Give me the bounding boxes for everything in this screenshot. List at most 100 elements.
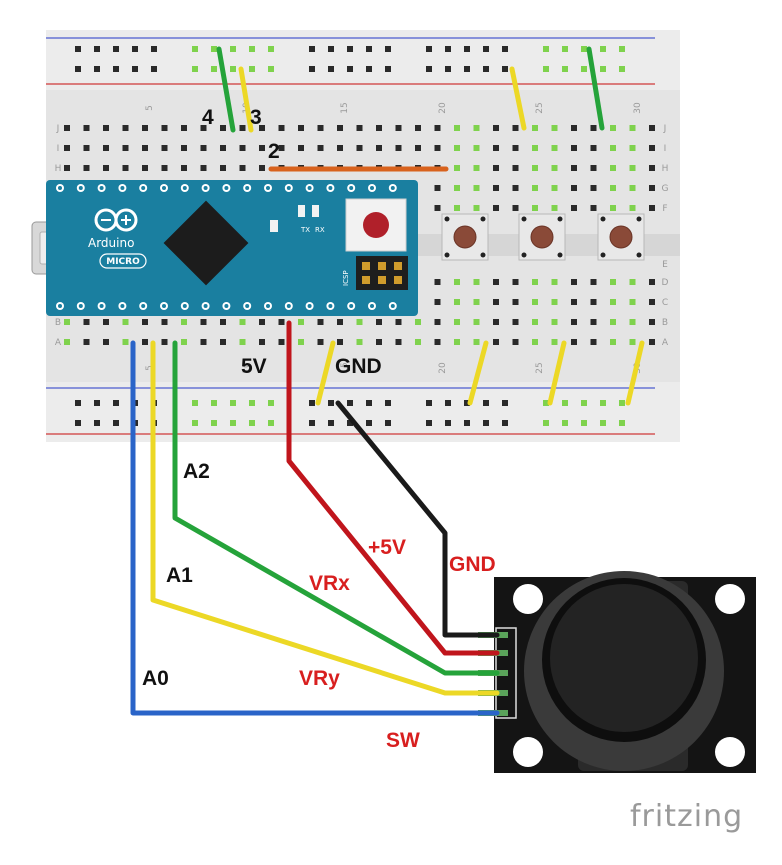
arduino-pin-hole: [99, 186, 104, 190]
breadboard-hole: [590, 299, 597, 305]
breadboard-hole: [532, 299, 538, 305]
breadboard-hole: [103, 165, 109, 171]
row-letter: B: [662, 318, 668, 328]
breadboard-hole: [211, 66, 217, 72]
breadboard-hole: [192, 420, 198, 426]
breadboard-hole: [395, 125, 402, 131]
breadboard-hole: [571, 205, 577, 211]
breadboard-hole: [249, 66, 255, 72]
breadboard-hole: [610, 339, 616, 345]
breadboard-hole: [395, 319, 402, 325]
breadboard-hole: [600, 400, 606, 406]
breadboard-hole: [629, 279, 636, 285]
breadboard-hole: [581, 46, 587, 52]
arduino-pin-hole: [141, 304, 146, 308]
breadboard-hole: [347, 400, 353, 406]
breadboard-hole: [328, 400, 334, 406]
breadboard-hole: [649, 125, 655, 131]
breadboard-hole: [122, 319, 129, 325]
breadboard-hole: [64, 125, 70, 131]
breadboard-hole: [590, 145, 597, 151]
breadboard-hole: [385, 420, 391, 426]
column-number-bottom: 15: [340, 362, 350, 373]
breadboard-hole: [649, 319, 655, 325]
arduino-pin-hole: [120, 304, 125, 308]
breadboard-hole: [200, 319, 207, 325]
jumper-pin4-green: [216, 46, 236, 133]
connection-wires: [130, 320, 500, 716]
row-letter: G: [662, 184, 669, 194]
breadboard-hole: [543, 400, 549, 406]
breadboard-hole: [562, 46, 568, 52]
breadboard-hole: [571, 125, 577, 131]
breadboard-hole: [142, 319, 148, 325]
column-number-top: 5: [145, 105, 155, 111]
breadboard-hole: [532, 319, 538, 325]
breadboard-hole: [220, 165, 226, 171]
breadboard-hole: [434, 185, 441, 191]
breadboard-hole: [376, 125, 382, 131]
breadboard-hole: [366, 46, 372, 52]
breadboard-hole: [113, 420, 119, 426]
breadboard-hole: [415, 319, 421, 325]
breadboard-hole: [629, 185, 636, 191]
breadboard-hole: [113, 46, 119, 52]
breadboard-hole: [571, 319, 577, 325]
breadboard-hole: [581, 420, 587, 426]
jumper-gnd-yellow: [315, 340, 336, 406]
breadboard-hole: [512, 165, 519, 171]
breadboard-hole: [239, 145, 246, 151]
row-letter: I: [664, 144, 667, 154]
joystick-cap: [550, 584, 698, 732]
breadboard-hole: [610, 165, 616, 171]
breadboard-hole: [610, 185, 616, 191]
breadboard-hole: [619, 66, 625, 72]
breadboard-hole: [434, 279, 441, 285]
breadboard-hole: [600, 46, 606, 52]
breadboard-hole: [649, 145, 655, 151]
breadboard-hole: [445, 400, 451, 406]
arduino-pin-hole: [203, 186, 208, 190]
breadboard-hole: [376, 319, 382, 325]
breadboard-hole: [161, 339, 168, 345]
row-letter: B: [55, 318, 61, 328]
breadboard-hole: [512, 185, 519, 191]
mount-hole-tr: [715, 584, 745, 614]
breadboard-hole: [483, 66, 489, 72]
breadboard-hole: [181, 145, 187, 151]
breadboard-hole: [94, 66, 100, 72]
breadboard-hole: [366, 66, 372, 72]
arduino-pin-hole: [390, 186, 395, 190]
breadboard-hole: [590, 279, 597, 285]
mount-hole-br: [715, 737, 745, 767]
label-pin3: 3: [250, 106, 262, 129]
arduino-pin-hole: [370, 304, 374, 308]
breadboard-hole: [356, 319, 363, 325]
breadboard-hole: [619, 420, 625, 426]
top-power-rail: [46, 30, 680, 90]
arduino-micro: Arduino MICRO TX RX ICSP: [31, 180, 418, 316]
jumper-btn2-green: [586, 46, 605, 131]
breadboard-hole: [220, 145, 226, 151]
arduino-pin-hole: [307, 186, 312, 190]
breadboard-hole: [473, 125, 480, 131]
breadboard-hole: [502, 46, 508, 52]
breadboard-hole: [454, 299, 460, 305]
breadboard-hole: [493, 205, 499, 211]
breadboard-hole: [629, 319, 636, 325]
breadboard-hole: [571, 145, 577, 151]
breadboard-hole: [532, 205, 538, 211]
breadboard-hole: [610, 125, 616, 131]
breadboard-hole: [483, 46, 489, 52]
breadboard-hole: [629, 339, 636, 345]
wire-gnd-black: [335, 400, 500, 638]
breadboard-hole: [309, 46, 315, 52]
arduino-pin-hole: [224, 304, 229, 308]
breadboard-hole: [512, 299, 519, 305]
label-gnd: GND: [335, 355, 382, 378]
breadboard-hole: [590, 339, 597, 345]
breadboard-hole: [493, 319, 499, 325]
breadboard-hole: [454, 319, 460, 325]
column-number-top: 30: [633, 102, 643, 114]
